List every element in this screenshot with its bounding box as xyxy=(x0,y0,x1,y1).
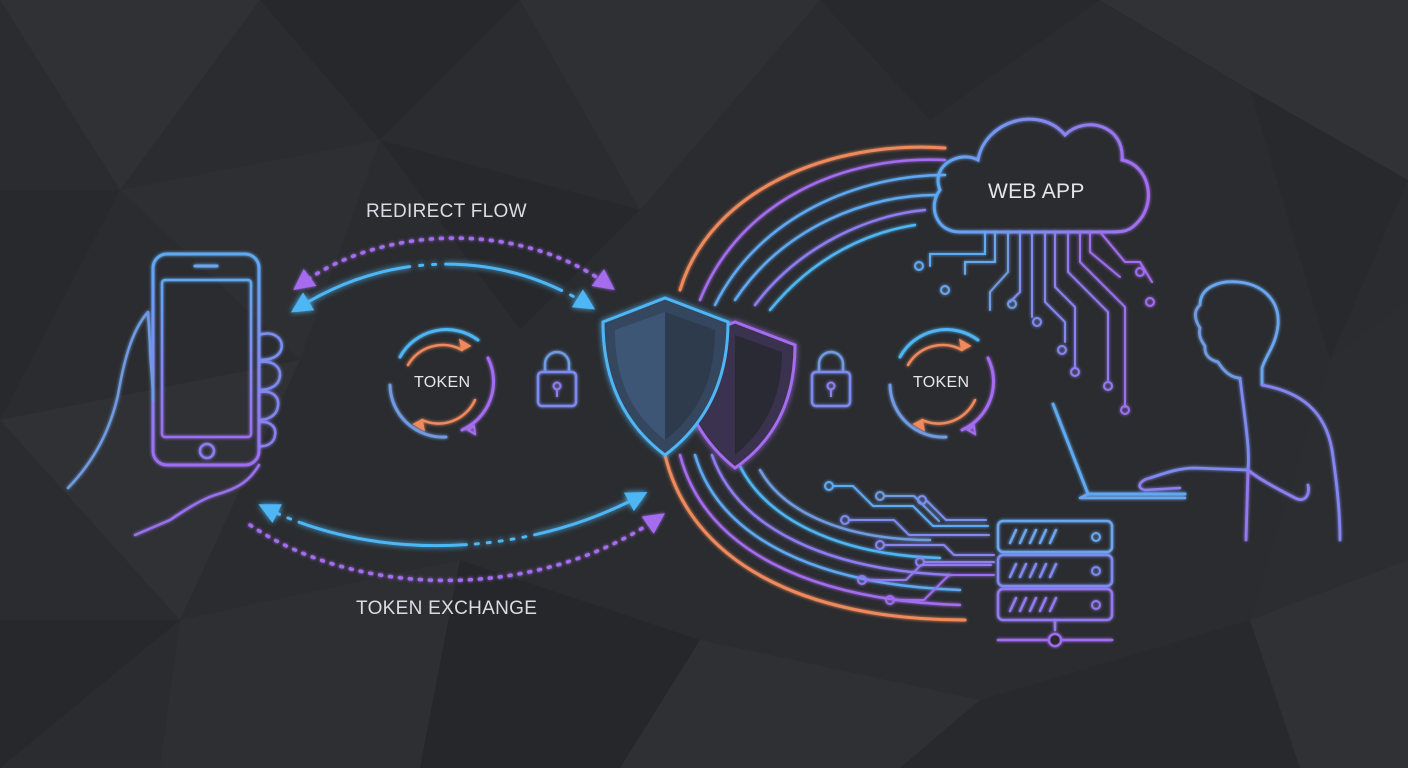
token-exchange-arrows xyxy=(248,492,665,583)
shield-icon xyxy=(601,296,797,470)
padlock-icon-right xyxy=(810,350,852,408)
circuit-lines-icon-server xyxy=(824,481,995,605)
web-app-label: WEB APP xyxy=(988,180,1085,203)
refresh-cycle-icon-right xyxy=(888,328,995,439)
token-label-left: TOKEN xyxy=(414,374,471,391)
cloud-icon xyxy=(932,117,1150,234)
circuit-lines-icon-cloud xyxy=(914,231,1155,415)
smartphone-in-hand-icon xyxy=(66,252,283,537)
security-arcs xyxy=(663,145,967,622)
token-exchange-label: TOKEN EXCHANGE xyxy=(356,598,538,619)
refresh-cycle-icon-left xyxy=(388,328,495,439)
redirect-flow-label: REDIRECT FLOW xyxy=(366,201,527,222)
token-label-right: TOKEN xyxy=(913,374,970,391)
person-at-laptop-icon xyxy=(1051,280,1342,542)
padlock-icon-left xyxy=(536,350,578,408)
redirect-flow-arrows xyxy=(290,236,615,313)
server-rack-icon xyxy=(996,519,1114,648)
